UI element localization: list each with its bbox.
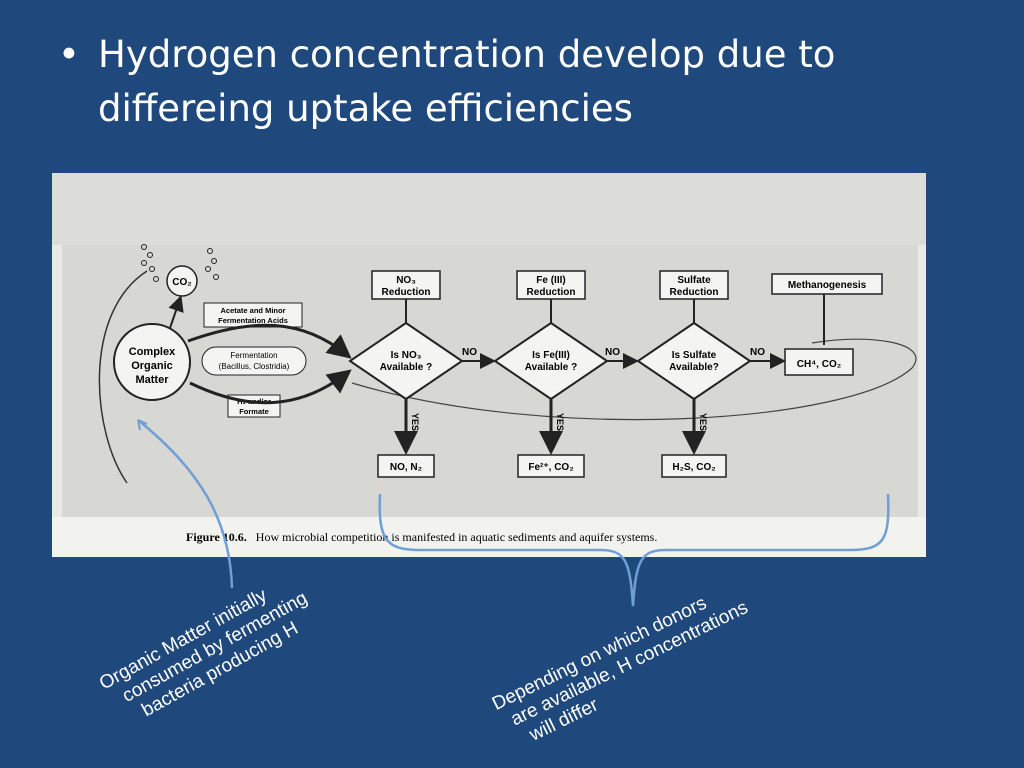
no-label-3: NO [750,347,765,358]
yes-label-2: YES [555,413,565,431]
h2-line-2: Formate [239,407,269,416]
com-line-1: Complex [129,346,176,358]
svg-text:NO₃: NO₃ [396,275,416,286]
annotation-left: Organic Matter initially consumed by fer… [96,568,322,733]
methanogenesis-box: Methanogenesis [771,273,883,295]
fermentation-ellipse [201,346,307,376]
svg-text:Fe²⁺, CO₂: Fe²⁺, CO₂ [528,462,573,473]
yes-label-3: YES [698,413,708,431]
figure-image: CO₂ Complex Organic Matter Acetate and M… [52,173,926,557]
decision-fe: Is Fe(III) Available ? [493,321,609,401]
svg-text:Methanogenesis: Methanogenesis [788,280,867,291]
caption-label: Figure 10.6. [186,530,247,544]
svg-text:Available ?: Available ? [380,362,432,373]
arrow-to-co2 [168,295,184,329]
arrow-acetate [187,323,352,359]
svg-text:Reduction: Reduction [527,287,576,298]
svg-text:Fe (III): Fe (III) [536,275,565,286]
bullet-point: • Hydrogen concentration develop due to … [58,28,938,136]
complex-organic-matter-circle [113,323,191,401]
caption-body: How microbial competition is manifested … [256,530,658,544]
product-fe: Fe²⁺, CO₂ [517,454,585,478]
bullet-symbol: • [58,33,80,76]
methane-product-box [784,348,854,376]
com-line-2: Organic [131,360,173,372]
annotation-left-line-2: consumed by fermenting [118,587,312,707]
svg-text:Is Fe(III): Is Fe(III) [532,350,570,361]
arrow-h2 [189,369,352,405]
co2-bubbles [141,244,219,282]
fermentation-line-2: (Bacillus, Clostridia) [219,362,290,371]
svg-text:H₂S, CO₂: H₂S, CO₂ [672,462,715,473]
svg-text:Sulfate: Sulfate [677,275,711,286]
no-label-2: NO [605,347,620,358]
svg-text:Reduction: Reduction [382,287,431,298]
svg-text:Reduction: Reduction [670,287,719,298]
product-sulfate: H₂S, CO₂ [661,454,727,478]
product-no3: NO, N₂ [377,454,435,478]
decision-sulfate: Is Sulfate Available? [636,321,752,401]
caption: Figure 10.6. How microbial competition i… [186,530,657,544]
bullet-text: Hydrogen concentration develop due to di… [98,33,836,130]
co2-label: CO₂ [172,277,191,288]
svg-text:Available ?: Available ? [525,362,577,373]
svg-text:Is Sulfate: Is Sulfate [672,350,717,361]
no-label-1: NO [462,347,477,358]
loop-arc-left [98,270,148,484]
reduction-box-fe: Fe (III) Reduction [516,270,586,300]
fermentation-line-1: Fermentation [230,351,277,360]
annotation-right-line-2: are available, H concentrations [507,597,752,731]
annotation-right: Depending on which donors are available,… [489,577,761,755]
yes-label-1: YES [410,413,420,431]
loop-arc-right [351,338,917,421]
reduction-box-no3: NO₃ Reduction [371,270,441,300]
svg-text:Available?: Available? [669,362,719,373]
reduction-box-sulfate: Sulfate Reduction [659,270,729,300]
acetate-line-2: Fermentation Acids [218,316,288,325]
svg-text:NO, N₂: NO, N₂ [390,462,422,473]
scan-top-band [52,173,926,245]
methane-product-label: CH⁴, CO₂ [797,359,841,370]
com-line-3: Matter [135,374,169,386]
acetate-line-1: Acetate and Minor [220,306,285,315]
svg-text:Is NO₃: Is NO₃ [391,350,422,361]
